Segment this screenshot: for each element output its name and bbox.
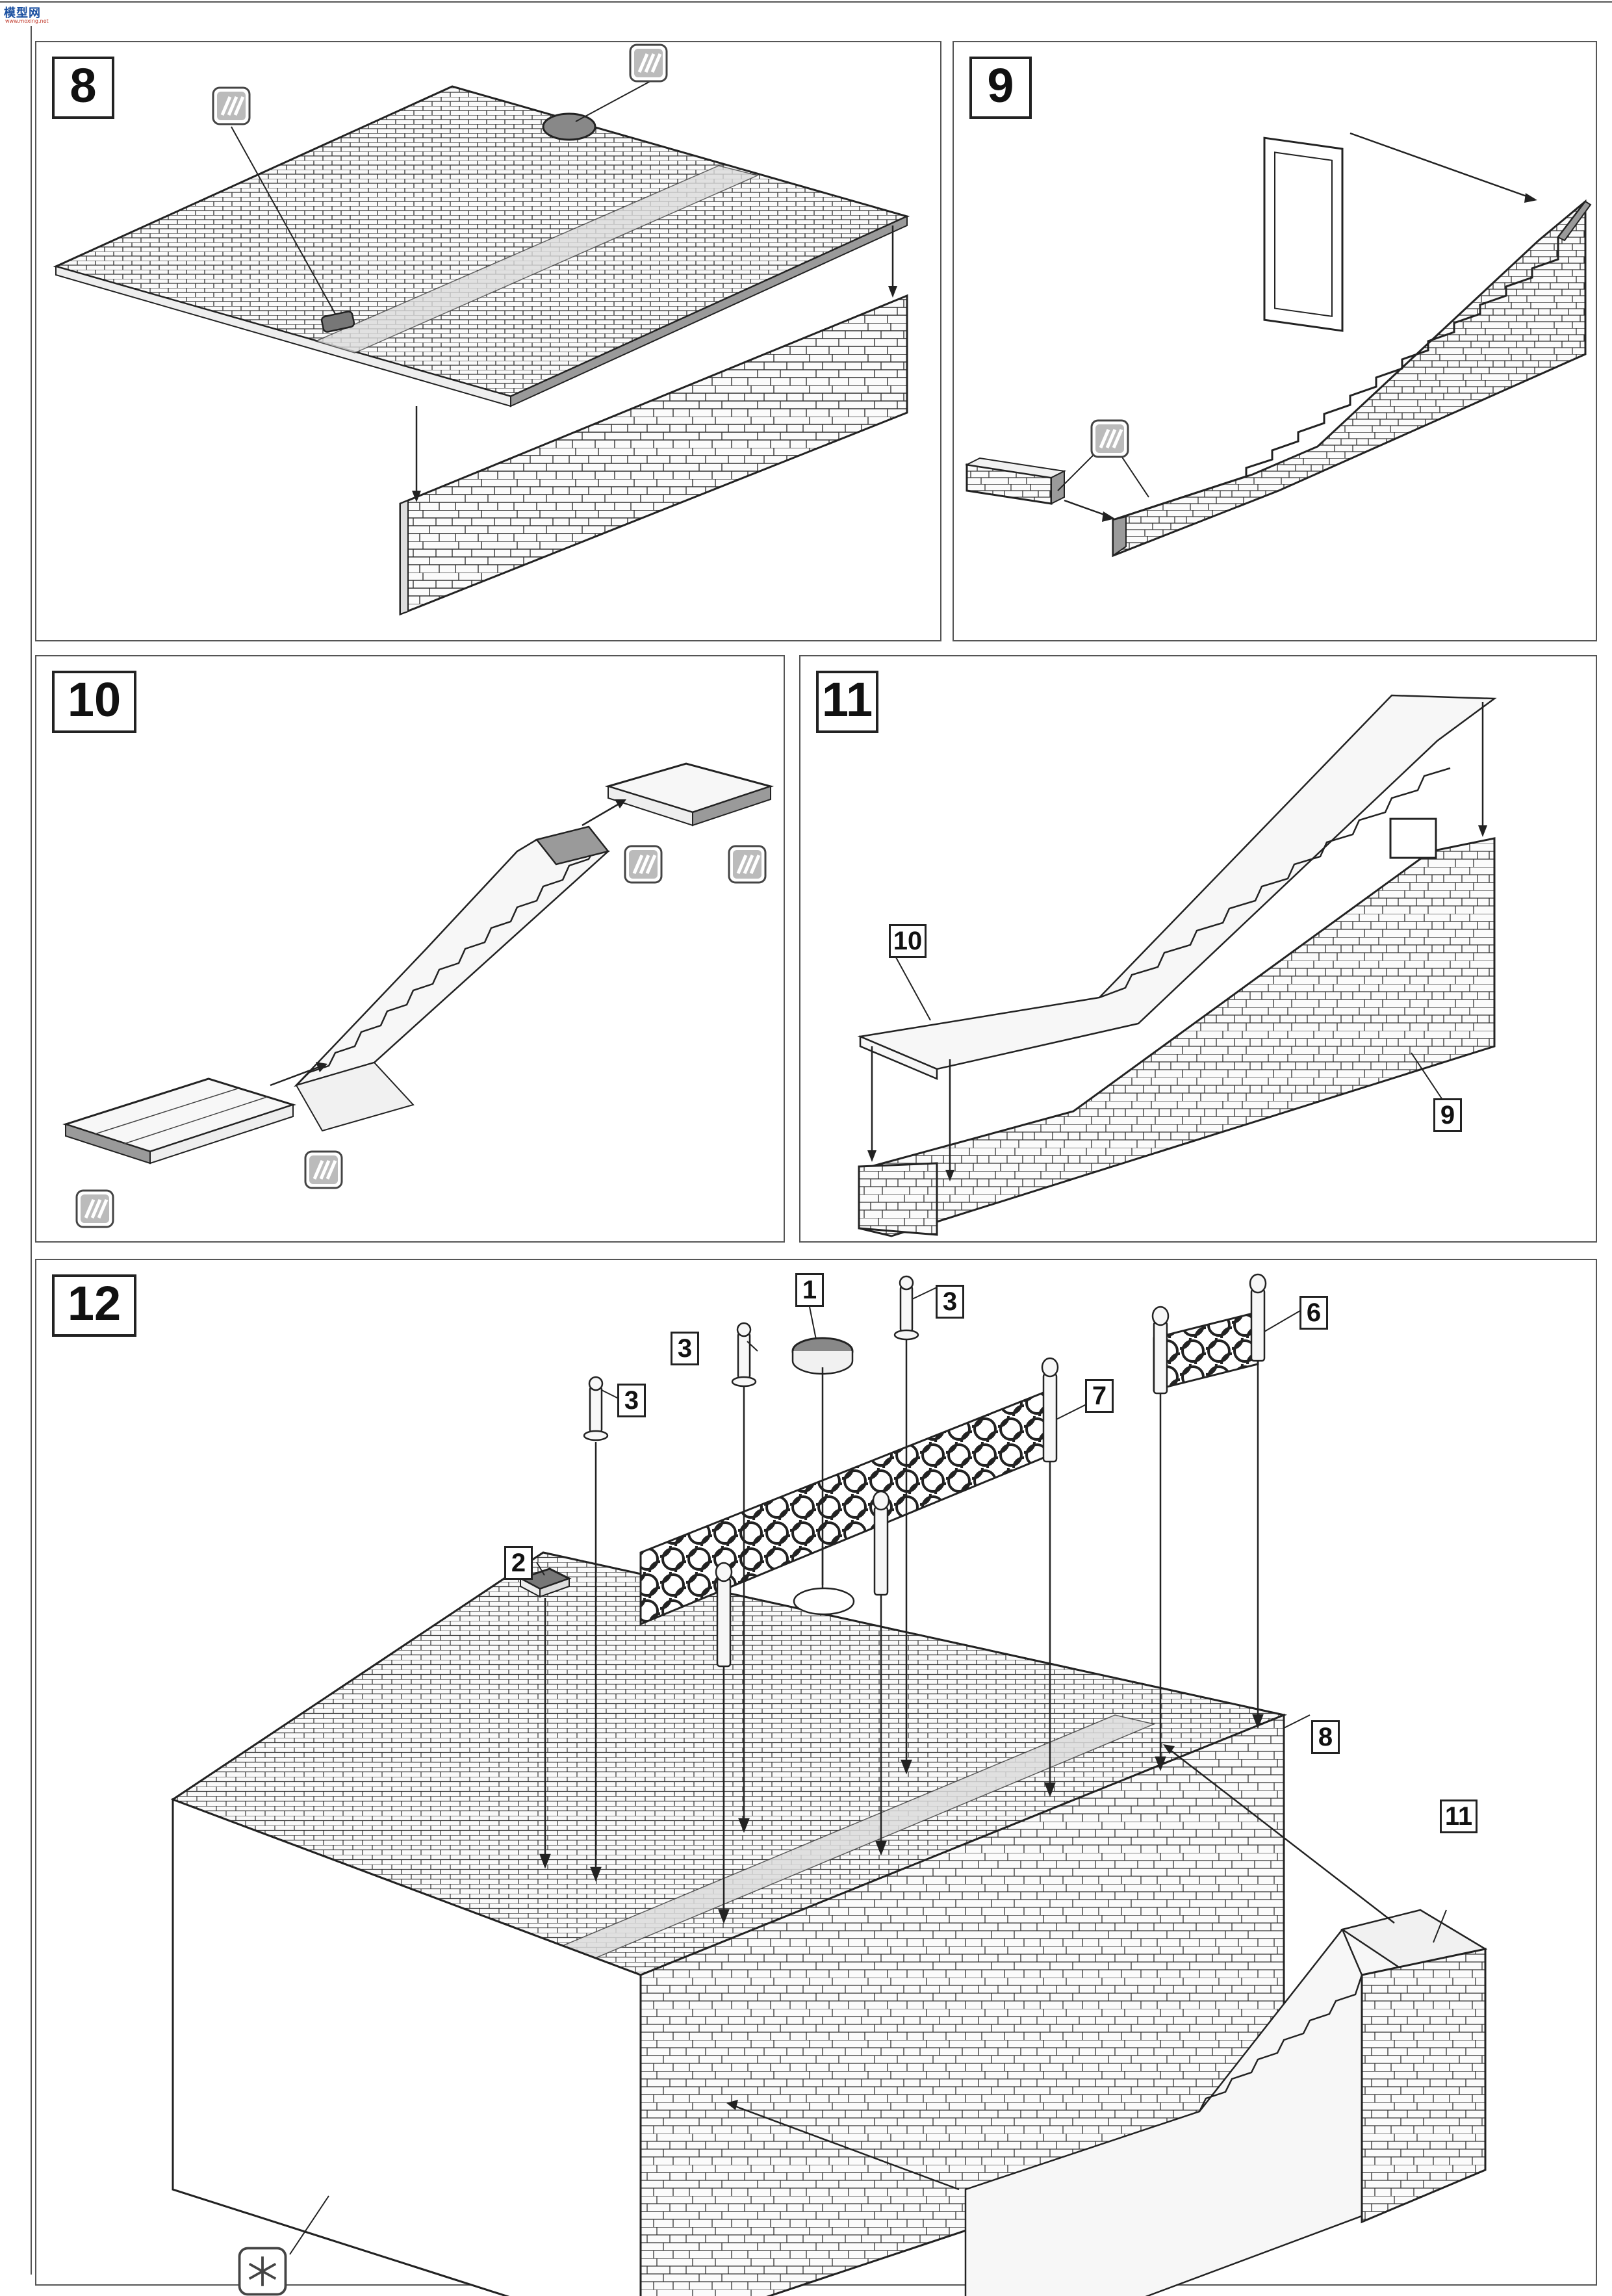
- panel-step-10: 10: [35, 655, 785, 1243]
- step-12-illustration: [170, 1273, 1488, 2296]
- glue-icon: [728, 845, 767, 884]
- glue-icon: [629, 44, 668, 83]
- logo-url: www.moxing.net: [5, 18, 49, 24]
- drain-hole: [793, 1587, 855, 1616]
- glue-icon: [212, 86, 251, 125]
- callout-part-11: 11: [1440, 1799, 1478, 1833]
- glue-icon: [75, 1189, 114, 1228]
- logo-mark: 模型网: [4, 6, 41, 20]
- callout-part-10: 10: [889, 924, 927, 958]
- panel-step-8: 8: [35, 41, 941, 641]
- step-number-10: 10: [52, 671, 136, 733]
- callout-part-3: 3: [617, 1384, 646, 1417]
- callout-part-1: 1: [795, 1273, 824, 1307]
- callout-part-2: 2: [504, 1546, 533, 1580]
- callout-part-8: 8: [1311, 1720, 1340, 1754]
- stepped-wall: [1112, 199, 1587, 558]
- step-number-8: 8: [52, 57, 114, 119]
- step-8-illustration: [53, 81, 910, 616]
- callout-part-3: 3: [936, 1285, 964, 1319]
- slab-edge: [510, 215, 908, 407]
- step-10-illustration: [62, 762, 774, 1165]
- step-9-illustration: [964, 132, 1592, 558]
- callout-part-7: 7: [1085, 1379, 1114, 1413]
- panel-step-12: 12: [35, 1259, 1597, 2296]
- square-drain: [320, 311, 355, 333]
- door-frame: [1389, 818, 1437, 859]
- step-number-9: 9: [969, 57, 1032, 119]
- glue-icon: [624, 845, 663, 884]
- panel-step-11: 11: [799, 655, 1597, 1243]
- step-number-12: 12: [52, 1274, 136, 1337]
- fence-part-7: [639, 1388, 1051, 1626]
- callout-part-9: 9: [1433, 1098, 1462, 1132]
- snowflake-icon: [238, 2247, 287, 2296]
- staircase-assembly: [857, 694, 1497, 1080]
- glue-icon: [1090, 419, 1129, 458]
- step-number-11: 11: [816, 671, 878, 733]
- glue-icon: [304, 1150, 343, 1189]
- panel-step-9: 9: [953, 41, 1597, 641]
- staircase: [293, 825, 610, 1087]
- posts-part-3: [583, 1273, 1267, 1668]
- callout-part-3: 3: [671, 1332, 699, 1365]
- site-logo: 模型网 www.moxing.net: [4, 4, 49, 26]
- fence-part-6: [1153, 1311, 1259, 1391]
- step-11-illustration: [857, 694, 1497, 1237]
- front-face: [172, 1798, 642, 2296]
- callout-part-6: 6: [1299, 1296, 1328, 1330]
- round-drain: [542, 112, 596, 141]
